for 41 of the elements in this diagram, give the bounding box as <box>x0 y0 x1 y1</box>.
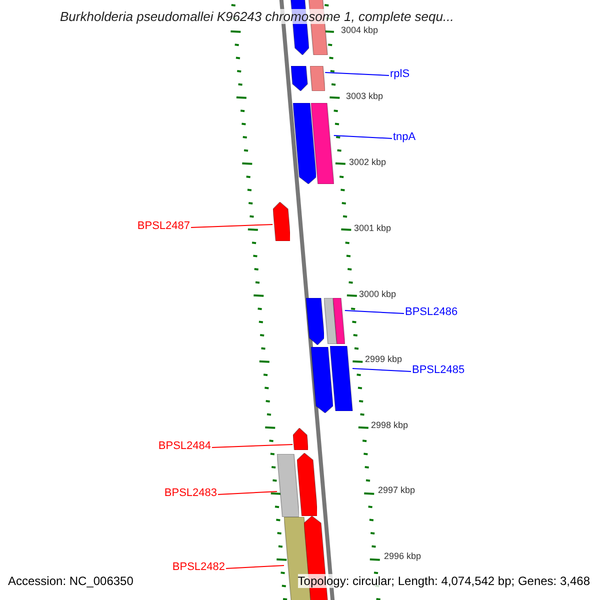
pointed-gene-block <box>293 103 316 184</box>
scale-label: 3001 kbp <box>354 223 392 234</box>
gene-label: rplS <box>390 68 410 81</box>
leader-line <box>226 565 284 569</box>
gene-label: BPSL2482 <box>172 561 225 574</box>
gene-block <box>330 346 353 411</box>
leader-line <box>344 310 404 314</box>
leader-line <box>218 491 278 495</box>
gene-block <box>324 298 337 344</box>
scale-label: 3000 kbp <box>359 289 396 300</box>
gene-label: tnpA <box>393 131 416 144</box>
pointed-gene-block <box>296 453 318 516</box>
leader-line <box>212 444 294 448</box>
diagram-title: Burkholderia pseudomallei K96243 chromosome 1, complete sequ... <box>60 9 454 24</box>
pointed-gene-block <box>272 202 290 241</box>
leader-line <box>190 224 274 228</box>
gene-block <box>277 454 300 517</box>
leader-line <box>333 135 392 139</box>
accession-text: Accession: NC_006350 <box>8 574 134 588</box>
scale-label: 2997 kbp <box>378 485 416 496</box>
sequence-info-text: Topology: circular; Length: 4,074,542 bp; Genes: 3,468 <box>298 574 590 588</box>
gene-label: BPSL2484 <box>158 440 211 453</box>
gene-block <box>333 298 345 344</box>
leader-line <box>324 72 390 76</box>
scale-label: 2996 kbp <box>384 551 422 562</box>
scale-label: 3002 kbp <box>349 157 386 168</box>
scale-label: 2999 kbp <box>365 354 402 365</box>
gene-block <box>311 103 334 184</box>
pointed-gene-block <box>292 428 308 450</box>
pointed-gene-block <box>311 347 333 413</box>
scale-label: 3003 kbp <box>346 91 384 102</box>
gene-label: BPSL2483 <box>164 487 217 500</box>
scale-label: 3004 kbp <box>341 25 378 36</box>
gene-label: BPSL2486 <box>405 306 458 319</box>
pointed-gene-block <box>306 298 324 345</box>
scale-label: 2998 kbp <box>371 420 408 431</box>
gene-label: BPSL2485 <box>412 364 465 377</box>
gene-block <box>310 66 326 91</box>
pointed-gene-block <box>291 66 308 91</box>
leader-line <box>352 368 412 372</box>
gene-label: BPSL2487 <box>137 220 190 233</box>
